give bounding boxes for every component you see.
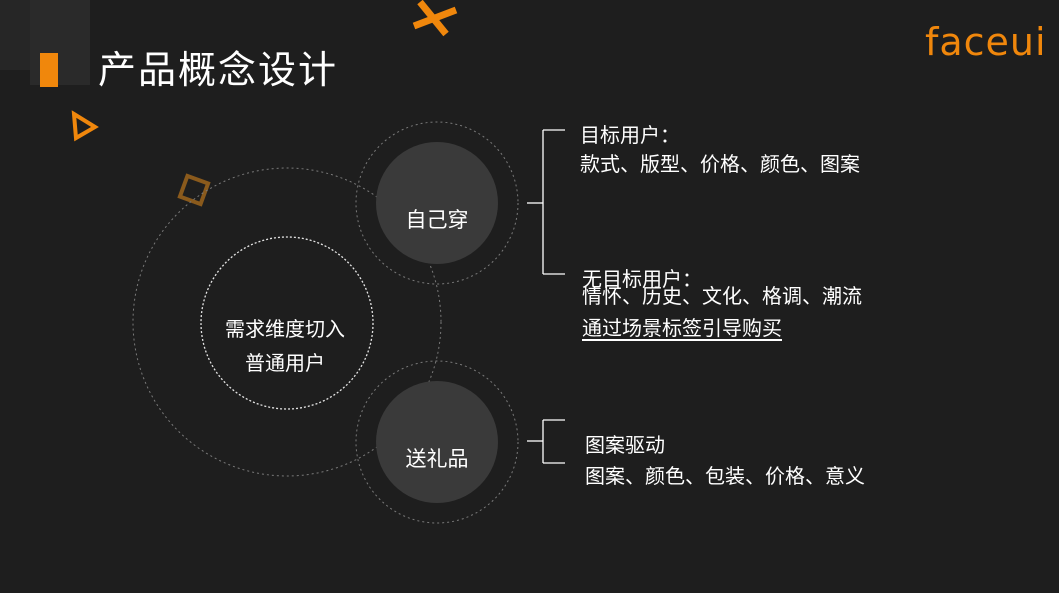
self-wear-label: 自己穿 — [405, 208, 469, 232]
cross-icon — [412, 0, 458, 37]
target-items: 款式、版型、价格、颜色、图案 — [580, 152, 860, 176]
triangle-icon — [71, 110, 99, 142]
center-line-1: 需求维度切入 — [225, 317, 345, 341]
page-title: 产品概念设计 — [98, 48, 339, 92]
bottom-bracket — [527, 419, 565, 464]
self-wear-disc — [376, 142, 498, 264]
untarget-items: 情怀、历史、文化、格调、潮流 — [582, 284, 862, 308]
top-bracket — [527, 129, 565, 275]
center-line-2: 普通用户 — [245, 351, 325, 375]
untarget-link[interactable]: 通过场景标签引导购买 — [582, 316, 782, 340]
corner-block-2 — [30, 0, 90, 85]
gift-label: 送礼品 — [405, 447, 469, 471]
gift-ring — [355, 360, 519, 524]
gift-heading: 图案驱动 — [585, 433, 665, 457]
diamond-icon — [177, 173, 211, 207]
outer-dotted-circle — [132, 167, 442, 477]
gift-items: 图案、颜色、包装、价格、意义 — [585, 464, 865, 488]
gift-disc — [376, 381, 498, 503]
center-node-label: 需求维度切入 普通用户 — [210, 312, 360, 380]
brand-logo: faceui — [925, 20, 1047, 64]
untarget-heading: 无目标用户： — [582, 267, 702, 291]
title-accent-bar — [40, 53, 58, 87]
target-heading: 目标用户： — [580, 123, 680, 147]
center-dotted-circle — [200, 236, 374, 410]
self-wear-ring — [355, 121, 519, 285]
